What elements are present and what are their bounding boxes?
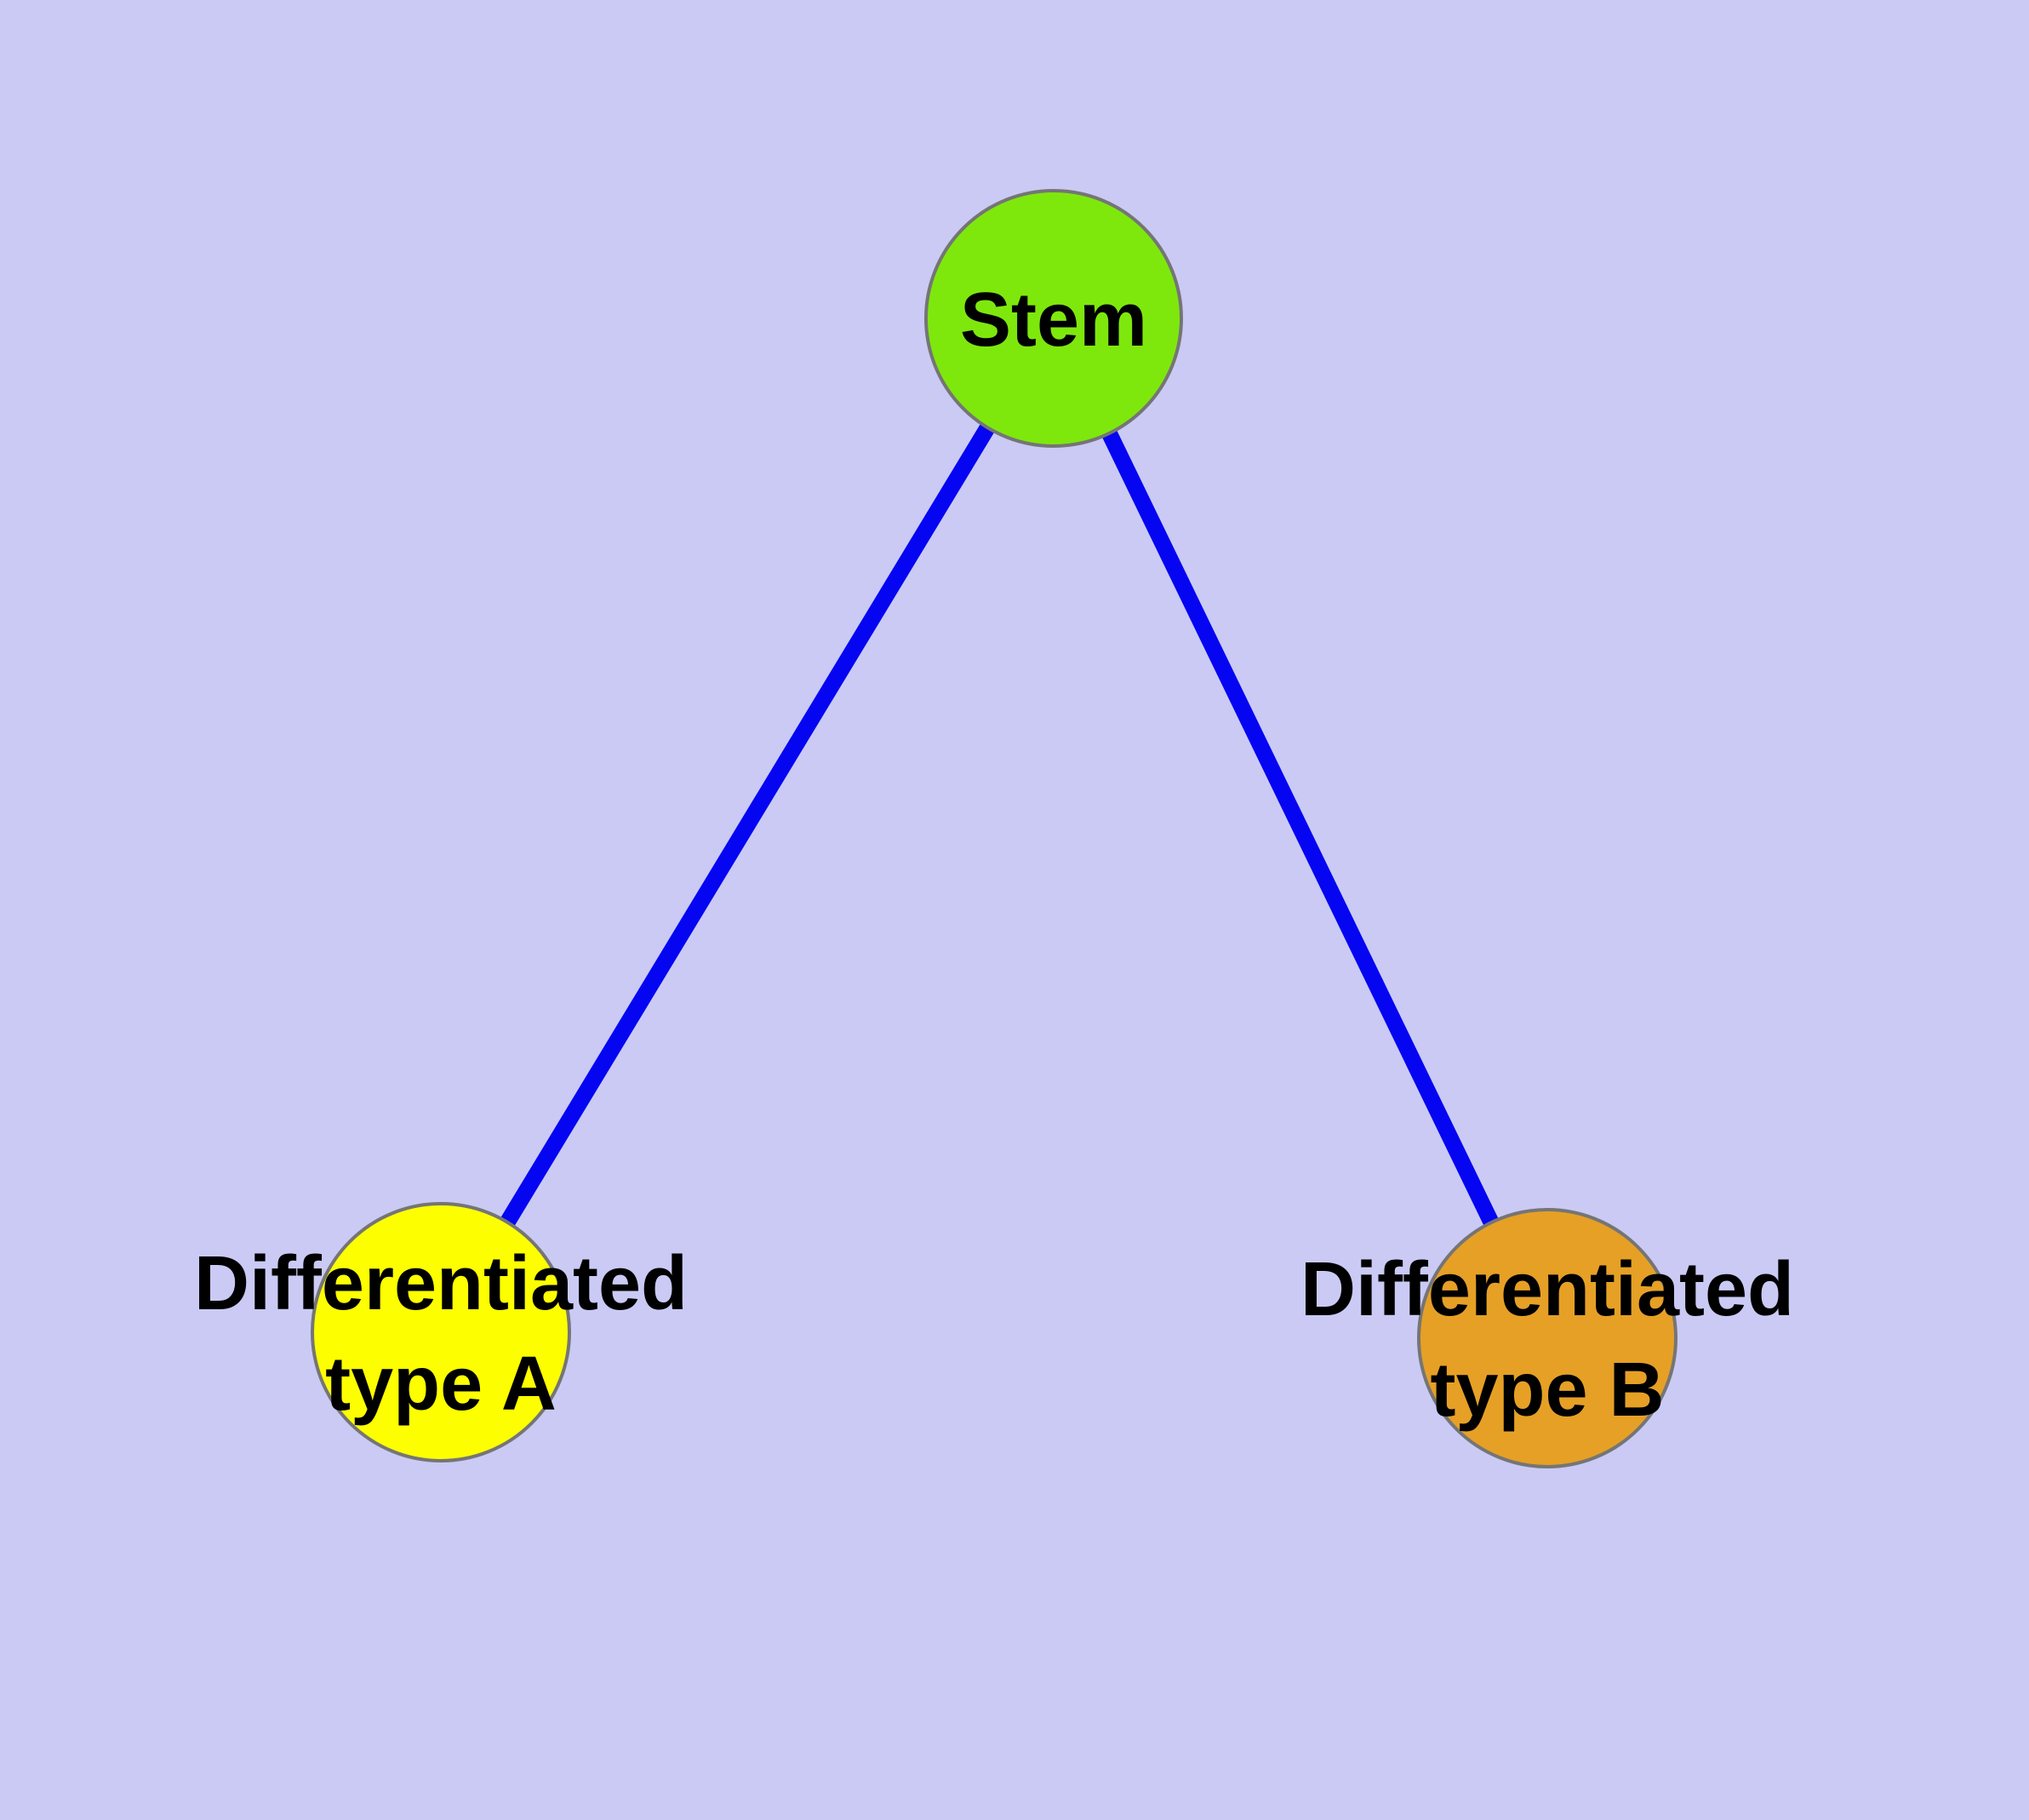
- node-differentiated-type-a: [311, 1202, 571, 1462]
- node-stem: [924, 189, 1183, 448]
- edge-stem-to-type-a: [433, 314, 1061, 1336]
- node-type-b-label-line1: Differentiated: [1300, 1247, 1794, 1332]
- node-differentiated-type-b: [1417, 1208, 1677, 1468]
- node-type-b-label-line2: type B: [1430, 1348, 1664, 1433]
- node-stem-label: Stem: [960, 278, 1147, 363]
- node-type-a-label-line2: type A: [325, 1342, 557, 1427]
- edge-stem-to-type-b: [1046, 314, 1555, 1342]
- node-type-a-label-line1: Differentiated: [194, 1241, 688, 1326]
